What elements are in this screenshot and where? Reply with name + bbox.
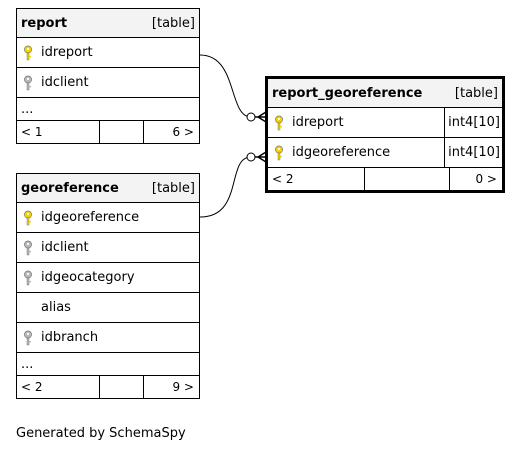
primary-key-icon (17, 45, 39, 61)
parent-count: < 2 (21, 380, 43, 394)
column-name: idbranch (41, 330, 99, 345)
column-row[interactable]: idbranch (17, 323, 199, 353)
table-kind: [table] (151, 180, 195, 196)
column-row[interactable]: alias (17, 293, 199, 323)
column-row[interactable]: idgeoreference int4[10] (268, 138, 502, 168)
link-crowfoot-idreport (255, 111, 267, 123)
table-header: report [table] (17, 9, 199, 38)
table-footer: < 1 6 > (17, 121, 199, 143)
parent-count: < 1 (21, 125, 43, 139)
child-count: 6 > (172, 125, 194, 139)
column-row[interactable]: idclient (17, 233, 199, 263)
child-count: 0 > (475, 172, 497, 186)
link-report-idreport (199, 54, 252, 118)
column-name: idclient (41, 240, 89, 255)
column-row[interactable]: idgeocategory (17, 263, 199, 293)
foreign-key-icon (17, 270, 39, 286)
column-name: idgeocategory (41, 270, 135, 285)
column-row[interactable]: idreport int4[10] (268, 108, 502, 138)
table-name: georeference (21, 180, 119, 196)
link-georeference-idgeoreference (199, 156, 252, 218)
column-name: idclient (41, 75, 89, 90)
table-footer: < 2 9 > (17, 376, 199, 398)
column-name: alias (41, 300, 71, 315)
column-row[interactable]: idreport (17, 38, 199, 68)
table-name: report (21, 15, 68, 31)
column-type: int4[10] (444, 138, 502, 167)
footer-spacer (364, 168, 450, 190)
column-name: idreport (41, 45, 93, 60)
footer-spacer (99, 121, 144, 143)
more-columns: ... (17, 98, 199, 121)
primary-key-icon (17, 210, 39, 226)
table-name: report_georeference (272, 85, 423, 101)
table-georeference[interactable]: georeference [table] idgeoreference idcl… (16, 173, 200, 399)
more-columns: ... (17, 353, 199, 376)
link-endpoint-idreport (246, 112, 256, 122)
column-row[interactable]: idgeoreference (17, 203, 199, 233)
primary-key-icon (268, 145, 290, 161)
column-type: int4[10] (444, 108, 502, 137)
table-footer: < 2 0 > (268, 168, 502, 190)
link-endpoint-idgeoreference (246, 152, 256, 162)
footer-spacer (99, 376, 144, 398)
column-row[interactable]: idclient (17, 68, 199, 98)
table-header: georeference [table] (17, 174, 199, 203)
table-kind: [table] (151, 15, 195, 31)
table-kind: [table] (454, 85, 498, 101)
foreign-key-icon (17, 240, 39, 256)
foreign-key-icon (17, 75, 39, 91)
table-report[interactable]: report [table] idreport idclient ... < 1… (16, 8, 200, 144)
primary-key-icon (268, 115, 290, 131)
generated-by-label: Generated by SchemaSpy (16, 426, 186, 441)
table-header: report_georeference [table] (268, 79, 502, 108)
column-name: idgeoreference (292, 145, 391, 160)
child-count: 9 > (172, 380, 194, 394)
link-crowfoot-idgeoreference (255, 151, 267, 163)
column-name: idreport (292, 115, 344, 130)
foreign-key-icon (17, 330, 39, 346)
table-report-georeference[interactable]: report_georeference [table] idreport int… (265, 76, 505, 193)
parent-count: < 2 (272, 172, 294, 186)
column-name: idgeoreference (41, 210, 140, 225)
